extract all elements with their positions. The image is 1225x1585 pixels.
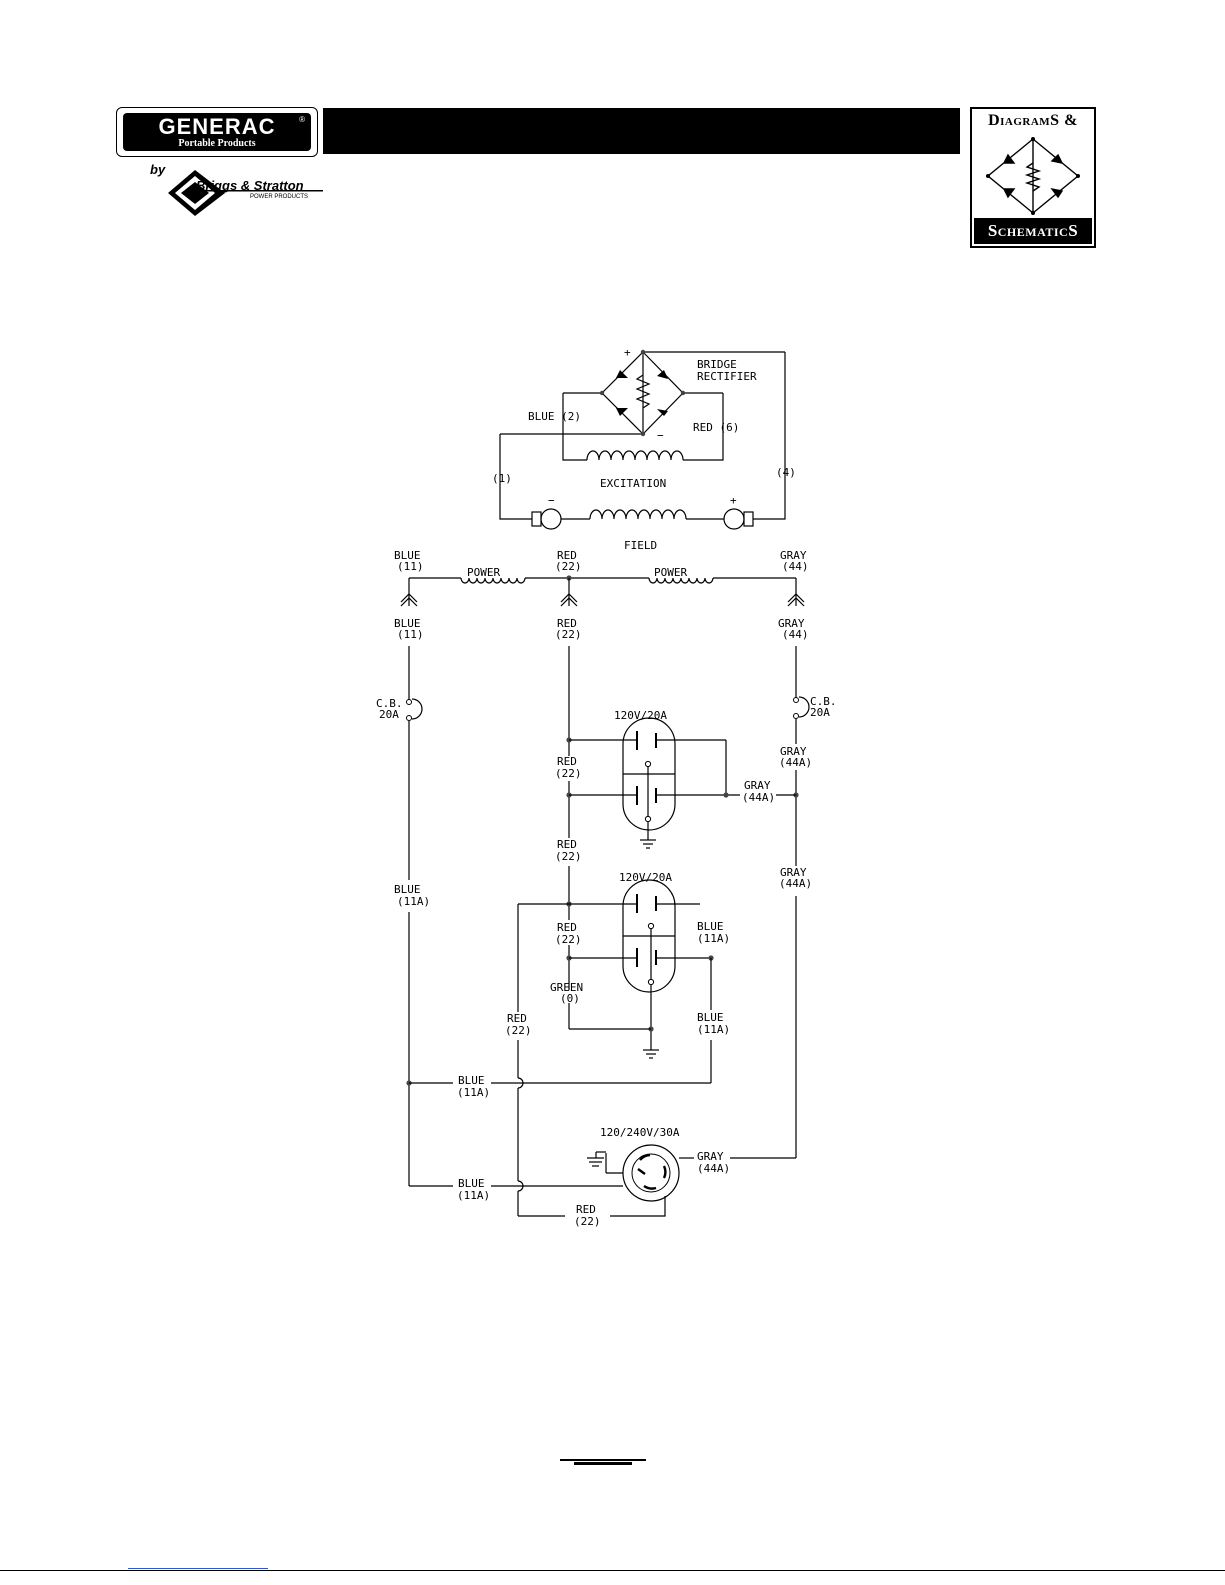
label-blue-11a-r4-a: BLUE [697,920,724,933]
generac-logo: GENERAC ® Portable Products [116,107,318,157]
bridge-rectifier-icon [986,137,1080,215]
briggs-stratton-name: Briggs & Stratton [196,178,304,193]
page-header: GENERAC ® Portable Products by Briggs & … [0,0,1225,260]
bottom-link-underline [128,1568,268,1569]
label-gray-44-mid-a: GRAY [778,617,805,630]
bridge-plus: + [624,346,631,359]
briggs-stratton-sub: POWER PRODUCTS [250,194,309,200]
label-blue-11-mid-a: BLUE [394,617,421,630]
label-red-22-r1-b: (22) [555,767,582,780]
header-bar [323,108,960,154]
label-blue-11a-h2-a: BLUE [458,1177,485,1190]
label-red-22-r4-b: (22) [555,933,582,946]
field-minus: − [548,494,555,507]
label-gray-44a-r3-b: (44A) [779,877,812,890]
label-red-22-mid-a: RED [557,617,577,630]
label-red-22-top-a: RED [557,549,577,562]
excitation-winding [562,393,724,461]
diagrams-schematics-badge: DiagramS & SchematicS [970,107,1096,248]
generac-brand: GENERAC [158,114,276,139]
page-mark-bar [574,1462,632,1465]
receptacle-label-2: 120V/20A [619,871,672,884]
cb-left-a: C.B. [376,697,403,710]
badge-bottom-text: SchematicS [974,218,1092,244]
bridge-label-2: RECTIFIER [697,370,757,383]
receptacle-120v-20a-upper [566,646,796,849]
power-label-1: POWER [467,566,500,579]
receptacle-label-1: 120V/20A [614,709,667,722]
label-blue-11a-r5-a: BLUE [697,1011,724,1024]
page-number-mark [560,1459,646,1465]
label-red-22-r3-a: RED [557,838,577,851]
label-green-0-b: (0) [560,992,580,1005]
label-gray-44a-r2-b: (44A) [742,791,775,804]
registered-mark: ® [299,115,305,124]
label-blue-11a-r5-b: (11A) [697,1023,730,1036]
label-blue-11a-h1-b: (11A) [457,1086,490,1099]
label-red-22-r4-a: RED [557,921,577,934]
wire-label-red-6: RED (6) [693,421,739,434]
excitation-label: EXCITATION [600,477,666,490]
field-label: FIELD [624,539,657,552]
bridge-minus: − [657,429,664,442]
label-gray-44a-r1-a: GRAY [780,745,807,758]
wire-label-4: (4) [776,466,796,479]
label-gray-44a-r3-a: GRAY [780,866,807,879]
label-blue-11a-h1-a: BLUE [458,1074,485,1087]
briggs-stratton-logo-icon [168,170,323,216]
label-red-22-bot-b: (22) [574,1215,601,1228]
cb-left-b: 20A [379,708,399,721]
cb-right-a: C.B. [810,695,837,708]
label-blue-11-top-a: BLUE [394,549,421,562]
label-gray-44a-tw-b: (44A) [697,1162,730,1175]
label-red-22-top-b: (22) [555,560,582,573]
label-blue-11a-left-a: BLUE [394,883,421,896]
cb-right-b: 20A [810,706,830,719]
receptacle-120v-20a-lower [491,866,714,1216]
label-blue-11a-left-b: (11A) [397,895,430,908]
gray-main-line [730,646,810,1159]
label-gray-44-top-b: (44) [782,560,809,573]
label-gray-44-mid-b: (44) [782,628,809,641]
twist-lock-receptacle [491,1144,694,1217]
wire-label-1: (1) [492,472,512,485]
label-red-22-r3-b: (22) [555,850,582,863]
by-text: by [150,162,166,177]
label-blue-11-mid-b: (11) [397,628,424,641]
label-red-22-r5-b: (22) [505,1024,532,1037]
label-gray-44-top-a: GRAY [780,549,807,562]
label-red-22-bot-a: RED [576,1203,596,1216]
label-red-22-mid-b: (22) [555,628,582,641]
power-windings [400,575,805,607]
label-blue-11-top-b: (11) [397,560,424,573]
label-gray-44a-r1-b: (44A) [779,756,812,769]
bridge-label-1: BRIDGE [697,358,737,371]
bottom-rule [0,1570,1225,1571]
label-gray-44a-tw-a: GRAY [697,1150,724,1163]
page-mark-line [560,1459,646,1461]
label-blue-11a-h2-b: (11A) [457,1189,490,1202]
label-gray-44a-r2-a: GRAY [744,779,771,792]
generac-subtitle: Portable Products [178,138,256,149]
label-red-22-r1-a: RED [557,755,577,768]
label-blue-11a-r4-b: (11A) [697,932,730,945]
power-label-2: POWER [654,566,687,579]
field-winding [499,352,786,530]
label-green-0-a: GREEN [550,981,583,994]
bridge-rectifier [500,349,785,437]
generac-logo-plate: GENERAC ® Portable Products [123,113,311,151]
receptacle-label-3: 120/240V/30A [600,1126,680,1139]
field-plus: + [730,494,737,507]
wire-label-blue-2: BLUE (2) [528,410,581,423]
label-red-22-r5-a: RED [507,1012,527,1025]
blue-main-line [406,646,453,1187]
badge-top-text: DiagramS & [988,112,1078,129]
